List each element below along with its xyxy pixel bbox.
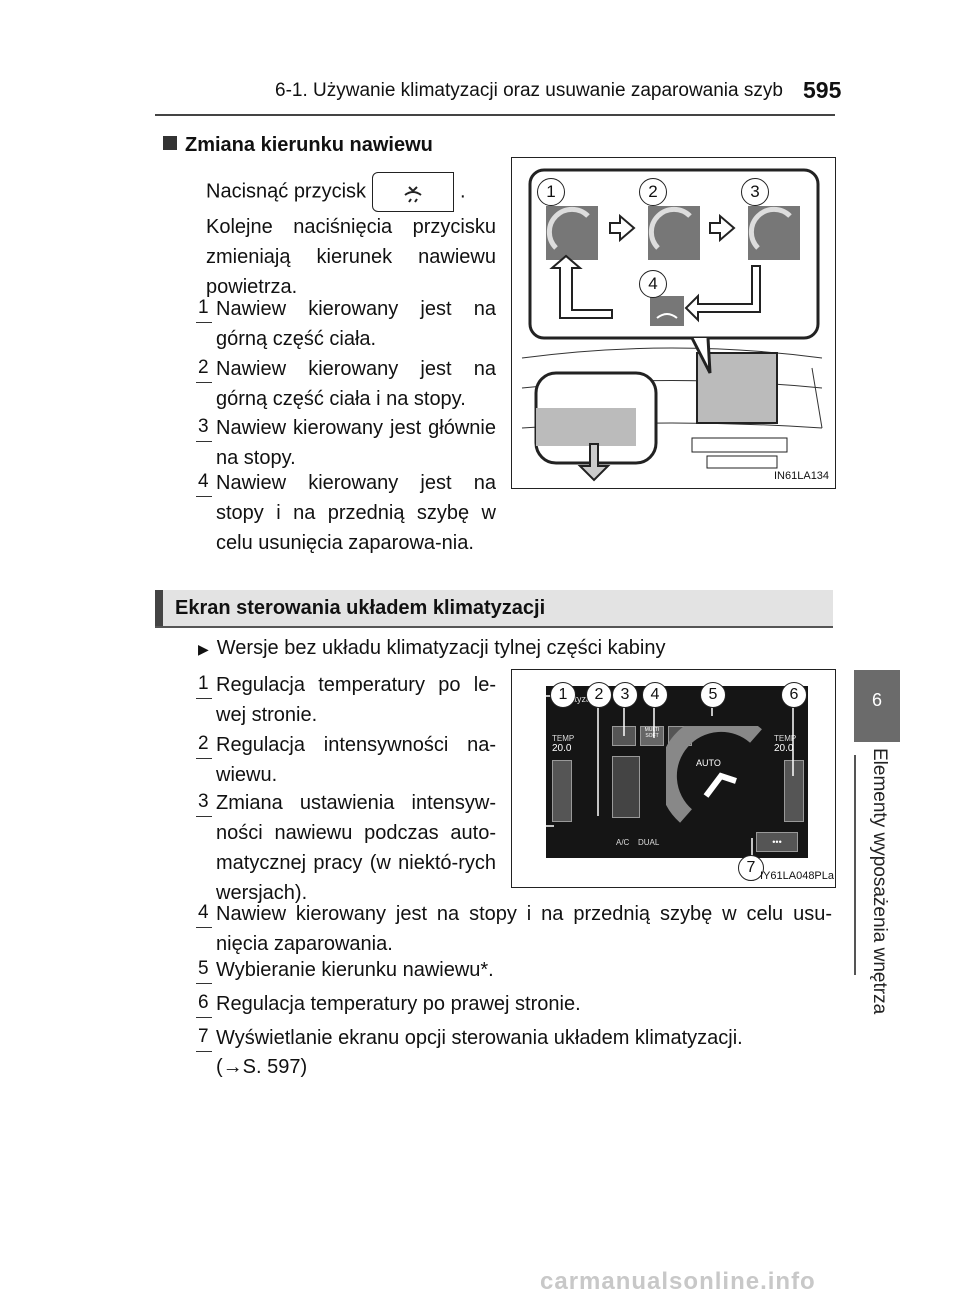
item-text: Zmiana ustawienia intensyw-ności nawiewu… [216,792,496,904]
item-text: Nawiew kierowany jest głównie na stopy. [216,417,496,469]
figure-label: 1 [537,178,565,206]
dashboard-illustration [521,168,823,482]
multi-soft-button[interactable]: MULTI SOFT [640,726,664,746]
chapter-tab [854,670,900,742]
temp-left-label: TEMP [552,734,575,743]
figure-label: 5 [700,682,726,708]
temp-right-control[interactable] [784,760,804,822]
intro-text: Kolejne naciśnięcia przycisku zmieniają … [206,216,496,298]
item-number: 7 [196,1026,212,1052]
header-title: 6-1. Używanie klimatyzacji oraz usuwanie… [275,80,783,101]
item-text: Regulacja intensywności na-wiewu. [216,734,496,786]
item-text: Nawiew kierowany jest na stopy i na prze… [216,903,832,955]
auto-label: AUTO [696,758,721,768]
page-reference: (→S. 597) [216,1056,308,1078]
temp-left-control[interactable] [552,760,572,822]
fan-intensity-control[interactable] [612,756,640,818]
item-number: 4 [196,902,212,928]
section-heading-screen: Ekran sterowania układem klimatyzacji [175,597,546,619]
figure-airflow-cycle: 1 2 3 4 IN61LA134 [511,157,836,489]
item-text: Nawiew kierowany jest na górną część cia… [216,298,496,350]
figure-label: 1 [550,682,576,708]
temp-left-value: 20.0 [552,743,572,754]
footer-watermark: carmanualsonline.info [540,1268,816,1295]
item-number: 2 [196,733,212,759]
figure-label: 2 [586,682,612,708]
chapter-number: 6 [871,690,882,710]
section-bar-rule [155,626,833,628]
airflow-dial[interactable] [666,726,766,826]
item-text: Nawiew kierowany jest na stopy i na prze… [216,472,496,554]
dual-label[interactable]: DUAL [638,838,660,847]
airflow-button-icon [372,172,455,212]
figure-climate-screen: Klimatyzacja TEMP 20.0 TEMP 20.0 MULTI S… [511,669,836,888]
item-number: 1 [196,297,212,323]
item-text: Wyświetlanie ekranu opcji sterowania ukł… [216,1027,743,1049]
chapter-label: Elementy wyposażenia wnętrza [869,748,890,1015]
item-number: 6 [196,992,212,1018]
item-number: 3 [196,791,212,817]
item-number: 5 [196,958,212,984]
figure-code: IN61LA134 [774,470,830,482]
item-text: Wybieranie kierunku nawiewu*. [216,959,494,981]
options-button[interactable]: ••• [756,832,798,852]
climate-screen: Klimatyzacja TEMP 20.0 TEMP 20.0 MULTI S… [546,686,808,858]
section-bar-edge [155,590,163,626]
figure-label: 7 [738,855,764,881]
figure-code: IY61LA048PLa [760,870,835,882]
section-bar [155,590,833,626]
figure-label: 4 [642,682,668,708]
press-button-line: Nacisnąć przycisk . [206,172,496,212]
header-rule [155,114,835,116]
page-number: 595 [803,77,842,103]
item-number: 3 [196,416,212,442]
figure-label: 3 [741,178,769,206]
ac-label[interactable]: A/C [616,838,630,847]
chapter-rule [854,755,856,975]
section-heading-direction: Zmiana kierunku nawiewu [163,134,433,157]
item-number: 4 [196,471,212,497]
figure-label: 4 [639,270,667,298]
item-text: Regulacja temperatury po prawej stronie. [216,993,581,1015]
temp-right-value: 20.0 [774,743,794,754]
temp-right-label: TEMP [774,734,797,743]
heading-square-icon [163,136,177,150]
item-text: Regulacja temperatury po le-wej stronie. [216,674,496,726]
screen-title: Klimatyzacja [552,694,603,704]
figure-label: 3 [612,682,638,708]
subheading: ▶Wersje bez układu klimatyzacji tylnej c… [198,637,666,659]
item-number: 1 [196,673,212,699]
item-text: Nawiew kierowany jest na górną część cia… [216,358,496,410]
figure-label: 6 [781,682,807,708]
figure-label: 2 [639,178,667,206]
item-number: 2 [196,357,212,383]
